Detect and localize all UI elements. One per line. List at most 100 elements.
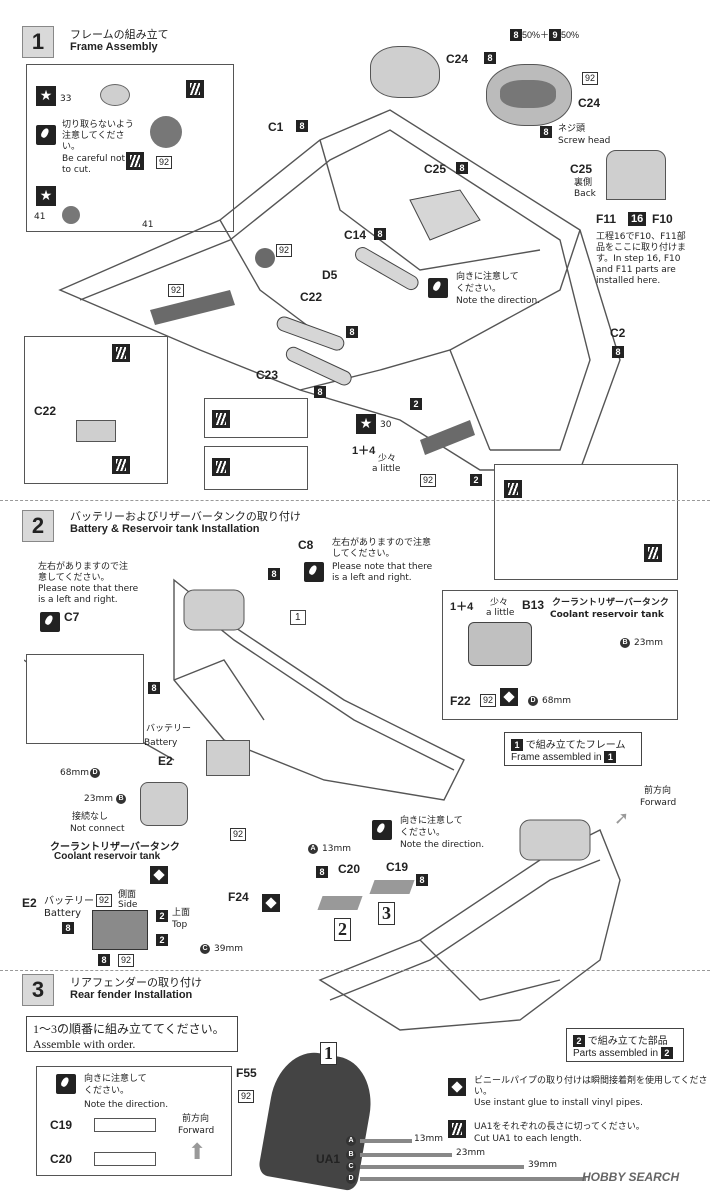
frame-assembled-en: Frame assembled in [511,752,602,763]
order-2-marker: 2 [334,918,351,941]
sprue-gate-shape [150,116,182,148]
c25-part-shape [409,189,481,241]
step-2-title-en: Battery & Reservoir tank Installation [70,523,260,535]
battery-en-side: Battery [44,908,82,919]
c14-paint-8: 8 [374,228,386,240]
coolant-jp-right: クーラントリザーバータンク [552,598,669,608]
direction-note-jp2-s2: ください。 [400,828,446,838]
direction-note-en-s2: Note the direction. [400,840,485,850]
cut-note-en: Cut UA1 to each length. [474,1134,582,1144]
lr-note-jp: 左右がありますので注意してください。 [332,538,432,559]
c24-detail-label: C24 [578,96,601,110]
inset-paint-box-2 [204,446,308,490]
glue-mix-callout-2: 1＋4 [450,601,474,613]
paint-92-label: 92 [480,694,497,707]
label-c-circle: C [200,944,210,954]
forward-up-arrow-icon: ⬆ [188,1140,207,1165]
paint-swatch-icon [212,458,230,476]
paint-8-chip: 8 [510,29,522,41]
instant-glue-icon [262,894,280,912]
inset-c22-box [24,336,168,484]
frame3-rail [329,859,601,1001]
ua1-label: UA1 [316,1152,341,1166]
direction-note-jp2-s3: ください。 [84,1086,130,1096]
inset-detail-box-3 [26,654,144,744]
battery-shape [206,740,250,776]
paint-92-label: 92 [276,244,293,257]
c20-inset-label: C20 [50,1152,73,1166]
paint-swatch-icon [504,480,522,498]
screw-head-jp: ネジ頭 [558,124,586,134]
frame2-strut [173,659,265,721]
frame-drawing-step1 [58,109,621,471]
c25-back-jp: 裏側 [574,178,593,188]
f22-label: F22 [450,694,471,708]
direction-note-en-s3: Note the direction. [84,1100,169,1110]
c2-label: C2 [610,326,626,340]
inset-c22-label: C22 [34,404,57,418]
part-30-label: 30 [380,420,392,430]
d5-label: D5 [322,268,338,282]
step-ref-num: 1 [295,612,301,623]
top-jp: 上面 [172,908,191,918]
part-33-shape [100,84,130,106]
frame3-seat-mount [519,819,591,861]
vinyl-note-en: Use instant glue to install vinyl pipes. [474,1098,643,1108]
part-41-shape [62,206,80,224]
direction-note-jp-s3: 向きに注意して [84,1074,147,1084]
paint-swatch-icon [112,344,130,362]
footpeg-right [420,420,475,455]
step-16-ref: 16 [628,212,647,226]
c20-label: C20 [338,862,361,876]
c25-paint-8: 8 [456,162,468,174]
c8-paint-8: 8 [268,568,280,580]
battery-jp-side: バッテリー [44,896,94,907]
ua1-length-d-bar [360,1177,586,1181]
battery-paint-8b: 8 [98,954,110,966]
c20-paint-8: 8 [316,866,328,878]
frame-assembled-callout: 1 で組み立てたフレーム Frame assembled in 1 [504,732,642,766]
paint-92-label: 92 [96,894,113,907]
direction-note-jp-s2: 向きに注意して [400,816,463,826]
f24-label: F24 [228,890,249,904]
f55-fender-shape [257,1046,379,1192]
f55-label: F55 [236,1066,257,1080]
label-a-circle-s3: A [346,1136,356,1146]
direction-note-en: Note the direction. [456,296,541,306]
label-a-circle: A [308,844,318,854]
star-icon: ★ [36,186,56,206]
top-paint-2: 2 [156,910,168,922]
step-ref-box-1: 1 [290,610,306,625]
paint-9-chip: 9 [549,29,562,41]
label-d-circle-s3: D [346,1174,356,1184]
step1-paint-2b: 2 [470,474,482,486]
frame-assembled-jp: で組み立てたフレーム [525,740,626,751]
forward-en: Forward [640,798,677,808]
step-1-title-en: Frame Assembly [70,41,158,53]
paint-92-label: 92 [420,474,437,487]
length-b23-right: 23mm [634,638,663,648]
frame-assembled-jp-row: 1 で組み立てたフレーム [511,736,635,751]
length-b23: 23mm [84,794,113,804]
frame-cross-member-2 [319,139,541,271]
ua1-length-a-bar [360,1139,412,1143]
order-note-en: Assemble with order. [33,1037,136,1051]
frame-assembled-en-row: Frame assembled in 1 [511,751,635,763]
little-en-2: a little [486,608,515,618]
label-d-circle-2: D [528,696,538,706]
star-icon: ★ [36,86,56,106]
parts-assembled-callout: 2 で組み立てた部品 Parts assembled in 2 [566,1028,684,1062]
little-en: a little [372,464,401,474]
forward-jp-s3: 前方向 [182,1114,210,1124]
step-2-title-jp: バッテリーおよびリザーバータンクの取り付け [70,510,301,523]
step-1-title-jp: フレームの組み立て [70,28,169,41]
parts-assembled-en-row: Parts assembled in 2 [573,1047,677,1059]
step-3-title-en: Rear fender Installation [70,989,193,1001]
b13-tank-shape [468,622,532,666]
e2-label-side: E2 [22,896,37,910]
side-jp: 側面 [118,890,137,900]
length-a13: 13mm [322,844,351,854]
label-b-circle: B [116,794,126,804]
step-1-number: 1 [22,26,54,58]
